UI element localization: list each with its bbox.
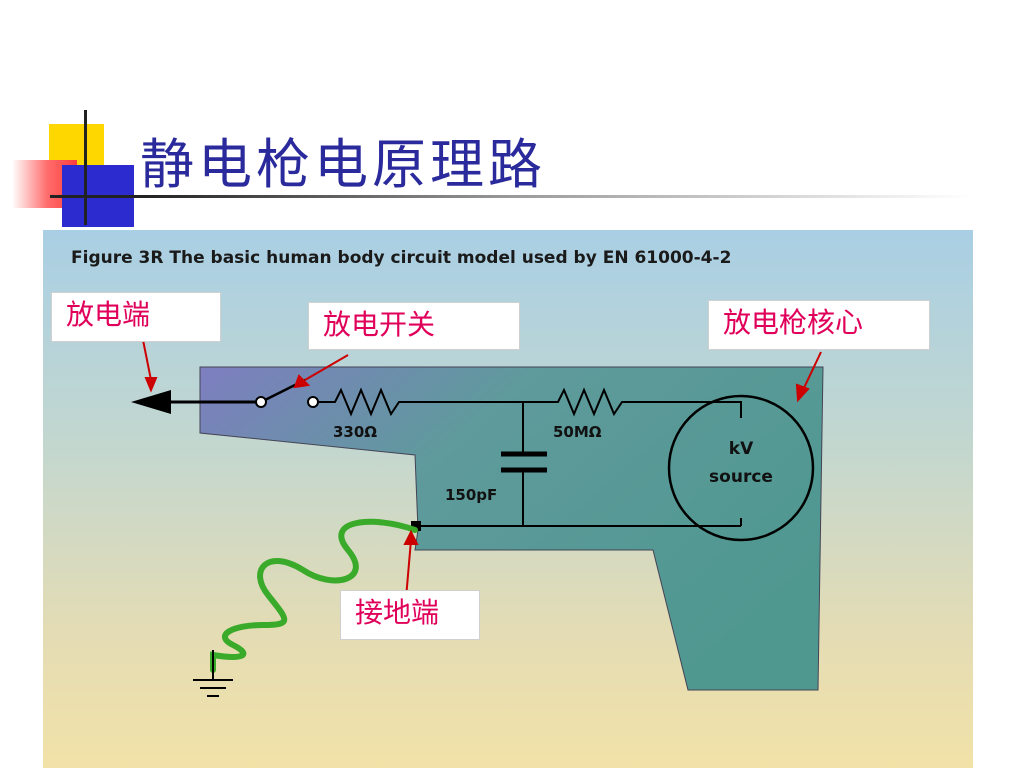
switch-contact-right <box>307 396 319 408</box>
callout-arrow-core <box>802 351 822 391</box>
kv-source-circle <box>667 394 815 542</box>
title-underline <box>50 195 970 198</box>
resistor-50m-label: 50MΩ <box>553 423 602 441</box>
ground-wire <box>210 518 418 673</box>
resistor-330-label: 330Ω <box>333 423 377 441</box>
callout-ground-terminal: 接地端 <box>340 590 480 640</box>
callout-arrow-core-head <box>795 383 810 403</box>
circuit-diagram-svg: Figure 3R The basic human body circuit m… <box>71 248 824 697</box>
callout-arrow-ground-head <box>403 529 419 545</box>
switch-contact-left <box>255 396 267 408</box>
kv-source-label-line1: kV <box>729 439 754 459</box>
resistor-50m-symbol <box>523 387 742 418</box>
callout-arrow-switch <box>304 354 349 381</box>
resistor-330-symbol <box>318 387 523 417</box>
decoration-vertical-line <box>84 110 87 225</box>
callout-gun-core: 放电枪核心 <box>708 300 930 350</box>
figure-caption: Figure 3R The basic human body circuit m… <box>71 248 731 268</box>
esd-gun-body <box>199 366 824 691</box>
callout-arrow-discharge-tip-head <box>144 377 158 393</box>
ground-terminal-node <box>411 521 421 531</box>
kv-source-label-line2: source <box>709 467 773 487</box>
callout-discharge-tip: 放电端 <box>51 292 221 342</box>
circuit-figure: Figure 3R The basic human body circuit m… <box>43 230 973 768</box>
callout-discharge-switch: 放电开关 <box>308 302 520 350</box>
capacitor-label: 150pF <box>445 486 497 504</box>
page-title: 静电枪电原理路 <box>140 133 546 196</box>
callout-arrow-switch-head <box>293 374 311 389</box>
callout-arrow-discharge-tip <box>142 339 152 381</box>
discharge-tip-arrow <box>131 390 171 414</box>
